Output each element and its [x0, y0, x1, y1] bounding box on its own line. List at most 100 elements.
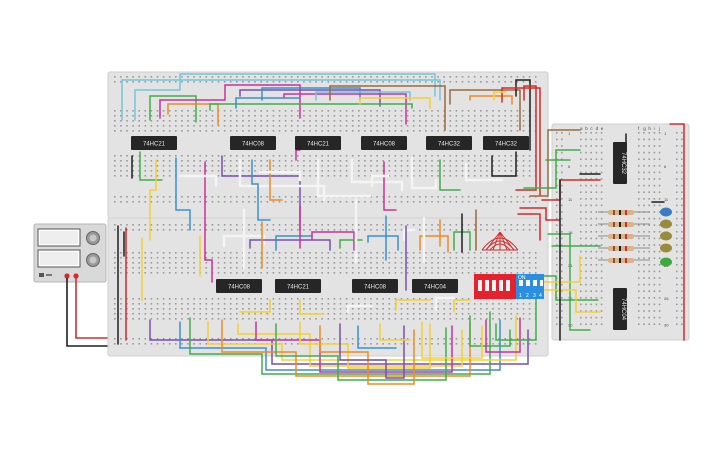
breadboard-hole[interactable]: [199, 303, 201, 305]
breadboard-hole[interactable]: [254, 303, 256, 305]
breadboard-hole[interactable]: [473, 76, 476, 78]
breadboard-hole[interactable]: [658, 171, 661, 174]
breadboard-hole[interactable]: [162, 115, 165, 117]
breadboard-hole[interactable]: [175, 155, 177, 157]
breadboard-hole[interactable]: [358, 224, 360, 226]
breadboard-hole[interactable]: [590, 237, 592, 240]
breadboard-hole[interactable]: [556, 217, 558, 220]
breadboard-hole[interactable]: [364, 170, 366, 172]
breadboard-hole[interactable]: [419, 267, 421, 269]
breadboard-hole[interactable]: [272, 267, 275, 269]
breadboard-hole[interactable]: [376, 125, 378, 127]
breadboard-hole[interactable]: [406, 318, 409, 320]
breadboard-hole[interactable]: [516, 229, 519, 231]
breadboard-hole[interactable]: [437, 308, 439, 310]
breadboard-hole[interactable]: [643, 277, 645, 279]
breadboard-hole[interactable]: [419, 115, 421, 117]
breadboard-hole[interactable]: [595, 165, 598, 167]
breadboard-hole[interactable]: [278, 125, 281, 127]
breadboard-hole[interactable]: [333, 130, 336, 132]
breadboard-hole[interactable]: [510, 120, 513, 122]
breadboard-hole[interactable]: [449, 343, 452, 345]
breadboard-hole[interactable]: [205, 338, 208, 340]
breadboard-hole[interactable]: [412, 196, 415, 198]
breadboard-hole[interactable]: [431, 267, 433, 269]
breadboard-hole[interactable]: [681, 297, 683, 299]
breadboard-hole[interactable]: [358, 160, 360, 162]
breadboard-hole[interactable]: [486, 115, 488, 117]
breadboard-hole[interactable]: [309, 175, 311, 177]
breadboard-hole[interactable]: [126, 224, 128, 226]
breadboard-hole[interactable]: [217, 224, 220, 226]
breadboard-hole[interactable]: [522, 201, 525, 203]
breadboard-hole[interactable]: [561, 145, 563, 147]
breadboard-hole[interactable]: [443, 115, 445, 117]
breadboard-hole[interactable]: [504, 201, 506, 203]
breadboard-hole[interactable]: [126, 196, 128, 198]
breadboard-hole[interactable]: [431, 160, 433, 162]
breadboard-hole[interactable]: [120, 303, 122, 305]
breadboard-hole[interactable]: [284, 272, 287, 274]
breadboard-hole[interactable]: [600, 198, 603, 200]
breadboard-hole[interactable]: [284, 224, 287, 226]
breadboard-hole[interactable]: [138, 170, 140, 172]
breadboard-hole[interactable]: [580, 151, 582, 154]
breadboard-hole[interactable]: [370, 201, 372, 203]
breadboard-hole[interactable]: [461, 313, 464, 315]
breadboard-hole[interactable]: [345, 81, 348, 83]
breadboard-hole[interactable]: [600, 297, 603, 299]
breadboard-hole[interactable]: [242, 110, 244, 112]
breadboard-hole[interactable]: [309, 130, 311, 132]
breadboard-hole[interactable]: [248, 81, 250, 83]
breadboard-hole[interactable]: [120, 201, 122, 203]
breadboard-hole[interactable]: [516, 318, 519, 320]
breadboard-hole[interactable]: [156, 76, 159, 78]
breadboard-hole[interactable]: [309, 267, 311, 269]
breadboard-hole[interactable]: [315, 130, 317, 132]
breadboard-hole[interactable]: [406, 308, 409, 310]
breadboard-hole[interactable]: [580, 204, 582, 207]
breadboard-hole[interactable]: [309, 125, 311, 127]
breadboard-hole[interactable]: [504, 115, 506, 117]
breadboard-hole[interactable]: [461, 201, 464, 203]
breadboard-hole[interactable]: [290, 110, 293, 112]
breadboard-hole[interactable]: [394, 155, 397, 157]
breadboard-hole[interactable]: [290, 201, 293, 203]
breadboard-hole[interactable]: [522, 308, 525, 310]
breadboard-hole[interactable]: [297, 196, 299, 198]
breadboard-hole[interactable]: [498, 257, 500, 259]
breadboard-hole[interactable]: [449, 175, 452, 177]
breadboard-hole[interactable]: [376, 318, 378, 320]
breadboard-hole[interactable]: [522, 175, 525, 177]
breadboard-hole[interactable]: [120, 110, 122, 112]
breadboard-hole[interactable]: [455, 262, 458, 264]
breadboard-hole[interactable]: [455, 298, 458, 300]
breadboard-hole[interactable]: [315, 81, 317, 83]
breadboard-hole[interactable]: [162, 165, 165, 167]
breadboard-hole[interactable]: [425, 313, 427, 315]
breadboard-hole[interactable]: [382, 125, 384, 127]
breadboard-hole[interactable]: [580, 250, 582, 253]
breadboard-hole[interactable]: [242, 201, 244, 203]
breadboard-hole[interactable]: [187, 201, 189, 203]
breadboard-hole[interactable]: [455, 267, 458, 269]
breadboard-hole[interactable]: [272, 262, 275, 264]
breadboard-hole[interactable]: [480, 313, 482, 315]
breadboard-hole[interactable]: [425, 196, 427, 198]
breadboard-hole[interactable]: [126, 155, 128, 157]
breadboard-hole[interactable]: [229, 318, 232, 320]
breadboard-hole[interactable]: [648, 250, 650, 253]
breadboard-hole[interactable]: [150, 175, 153, 177]
breadboard-hole[interactable]: [272, 165, 275, 167]
breadboard-hole[interactable]: [681, 165, 683, 167]
breadboard-hole[interactable]: [580, 316, 582, 319]
breadboard-hole[interactable]: [473, 170, 476, 172]
breadboard-hole[interactable]: [364, 252, 366, 254]
breadboard-hole[interactable]: [120, 160, 122, 162]
breadboard-hole[interactable]: [653, 191, 656, 193]
breadboard-hole[interactable]: [461, 175, 464, 177]
breadboard-hole[interactable]: [486, 125, 488, 127]
breadboard-hole[interactable]: [333, 115, 336, 117]
breadboard-hole[interactable]: [138, 160, 140, 162]
breadboard-hole[interactable]: [658, 211, 661, 213]
